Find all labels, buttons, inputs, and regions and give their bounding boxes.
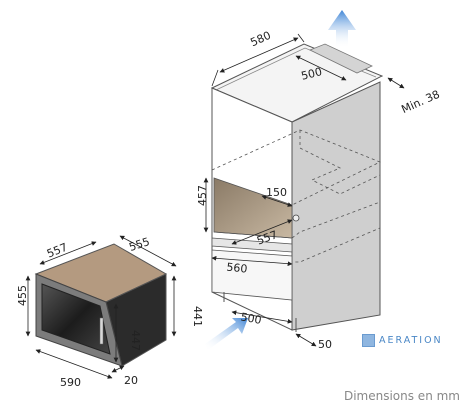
aeration-arrow-top [328, 10, 356, 48]
appliance [34, 243, 168, 367]
dimension-lines [25, 33, 405, 379]
dim-457: 457 [196, 185, 209, 206]
dim-500-top: 500 [300, 65, 324, 83]
aeration-label: AERATION [379, 335, 443, 346]
aeration-legend: AERATION [362, 334, 443, 347]
door-handle [99, 317, 104, 345]
units-caption: Dimensions en mm [343, 389, 460, 403]
dim-447: 447 [129, 330, 142, 351]
dim-441: 441 [191, 306, 204, 327]
aeration-arrow-bottom [205, 318, 248, 350]
tall-cabinet [210, 43, 384, 332]
dim-500-bottom: 500 [240, 310, 263, 326]
dim-557-appliance: 557 [45, 241, 69, 261]
dim-560: 560 [226, 261, 248, 276]
dim-455: 455 [16, 285, 29, 306]
dim-555: 555 [127, 235, 151, 254]
fixing-screw [292, 214, 300, 222]
dim-20: 20 [124, 374, 138, 387]
ventilation-path-dashed [211, 129, 381, 206]
dim-590: 590 [60, 376, 81, 389]
dim-580: 580 [248, 29, 272, 49]
dim-150: 150 [266, 186, 287, 199]
dim-50: 50 [318, 338, 332, 351]
cabinet-side-panel [291, 81, 381, 331]
aeration-swatch [362, 334, 375, 347]
dim-min-38: Min. 38 [399, 88, 441, 116]
